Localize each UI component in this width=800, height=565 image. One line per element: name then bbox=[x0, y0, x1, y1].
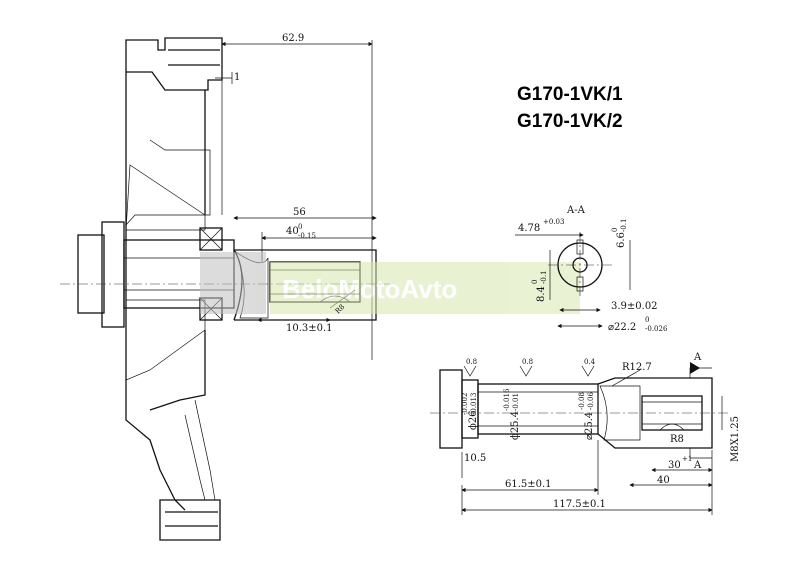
dim-40-tol-lo: -0.15 bbox=[298, 232, 316, 240]
dim-62-9: 62.9 bbox=[282, 33, 304, 44]
dim-40b: 40 bbox=[657, 475, 670, 486]
dim-d26: ϕ26 bbox=[468, 410, 479, 430]
dim-d25-4b-tol-up: -0.08 bbox=[578, 392, 586, 410]
dim-6-6-tol-up: 0 bbox=[611, 228, 619, 232]
roughness-1: 0.8 bbox=[466, 358, 477, 366]
model-title-1: G170-1VK/1 bbox=[517, 84, 623, 105]
arrow-label-bottom: A bbox=[693, 460, 702, 471]
dim-d26-tol-lo: -0.013 bbox=[470, 393, 478, 415]
dim-4-78-tol: +0.03 bbox=[543, 218, 564, 226]
dim-30-tol: +1 bbox=[682, 455, 692, 463]
watermark: BeloMotoAvto bbox=[200, 252, 580, 314]
dim-10-3: 10.3±0.1 bbox=[286, 323, 333, 334]
model-title-2: G170-1VK/2 bbox=[517, 111, 623, 132]
dim-r8-right: R8 bbox=[670, 434, 684, 445]
watermark-text: BeloMotoAvto bbox=[282, 274, 457, 304]
dim-d25-4b-tol-lo: -0.06 bbox=[587, 392, 595, 410]
dim-22-2-tol-lo: -0.026 bbox=[645, 325, 668, 333]
dim-4-78: 4.78 bbox=[518, 223, 540, 234]
dim-d25-4b: ⌀25.4 bbox=[584, 412, 595, 440]
dim-r12-7: R12.7 bbox=[622, 362, 652, 373]
section-label: A-A bbox=[566, 205, 586, 216]
dim-117-5: 117.5±0.1 bbox=[553, 499, 606, 510]
dim-40-tol-up: 0 bbox=[298, 223, 302, 231]
dim-d26-tol-up: -0.002 bbox=[461, 393, 469, 415]
dim-30: 30 bbox=[668, 460, 681, 471]
section-a-a bbox=[515, 232, 631, 329]
dim-m8: M8X1.25 bbox=[730, 416, 741, 462]
dim-10-5: 10.5 bbox=[464, 453, 486, 464]
dim-1: 1 bbox=[234, 72, 240, 83]
dim-d25-4a: ϕ25.4 bbox=[510, 411, 521, 440]
dim-6-6: 6.6 bbox=[616, 232, 627, 248]
arrow-label-top: A bbox=[693, 352, 702, 363]
dim-22-2-tol-up: 0 bbox=[645, 316, 649, 324]
dim-61-5: 61.5±0.1 bbox=[505, 479, 552, 490]
dim-40: 40 bbox=[286, 226, 299, 237]
dim-8-4: 8.4 bbox=[536, 286, 547, 302]
dim-56: 56 bbox=[293, 207, 306, 218]
dim-8-4-tol-up: 0 bbox=[531, 280, 539, 284]
dim-d25-4a-tol-up: -0.016 bbox=[503, 388, 511, 411]
roughness-3: 0.4 bbox=[584, 358, 596, 366]
shaft-side-view bbox=[430, 362, 730, 515]
dim-8-4-tol-lo: -0.1 bbox=[540, 271, 548, 285]
dim-22-2: ⌀22.2 bbox=[608, 322, 636, 333]
dim-d25-4a-tol-lo: -0.01 bbox=[512, 393, 520, 411]
dim-3-9: 3.9±0.02 bbox=[611, 301, 658, 312]
dim-6-6-tol-lo: -0.1 bbox=[620, 219, 628, 233]
roughness-2: 0.8 bbox=[522, 358, 533, 366]
